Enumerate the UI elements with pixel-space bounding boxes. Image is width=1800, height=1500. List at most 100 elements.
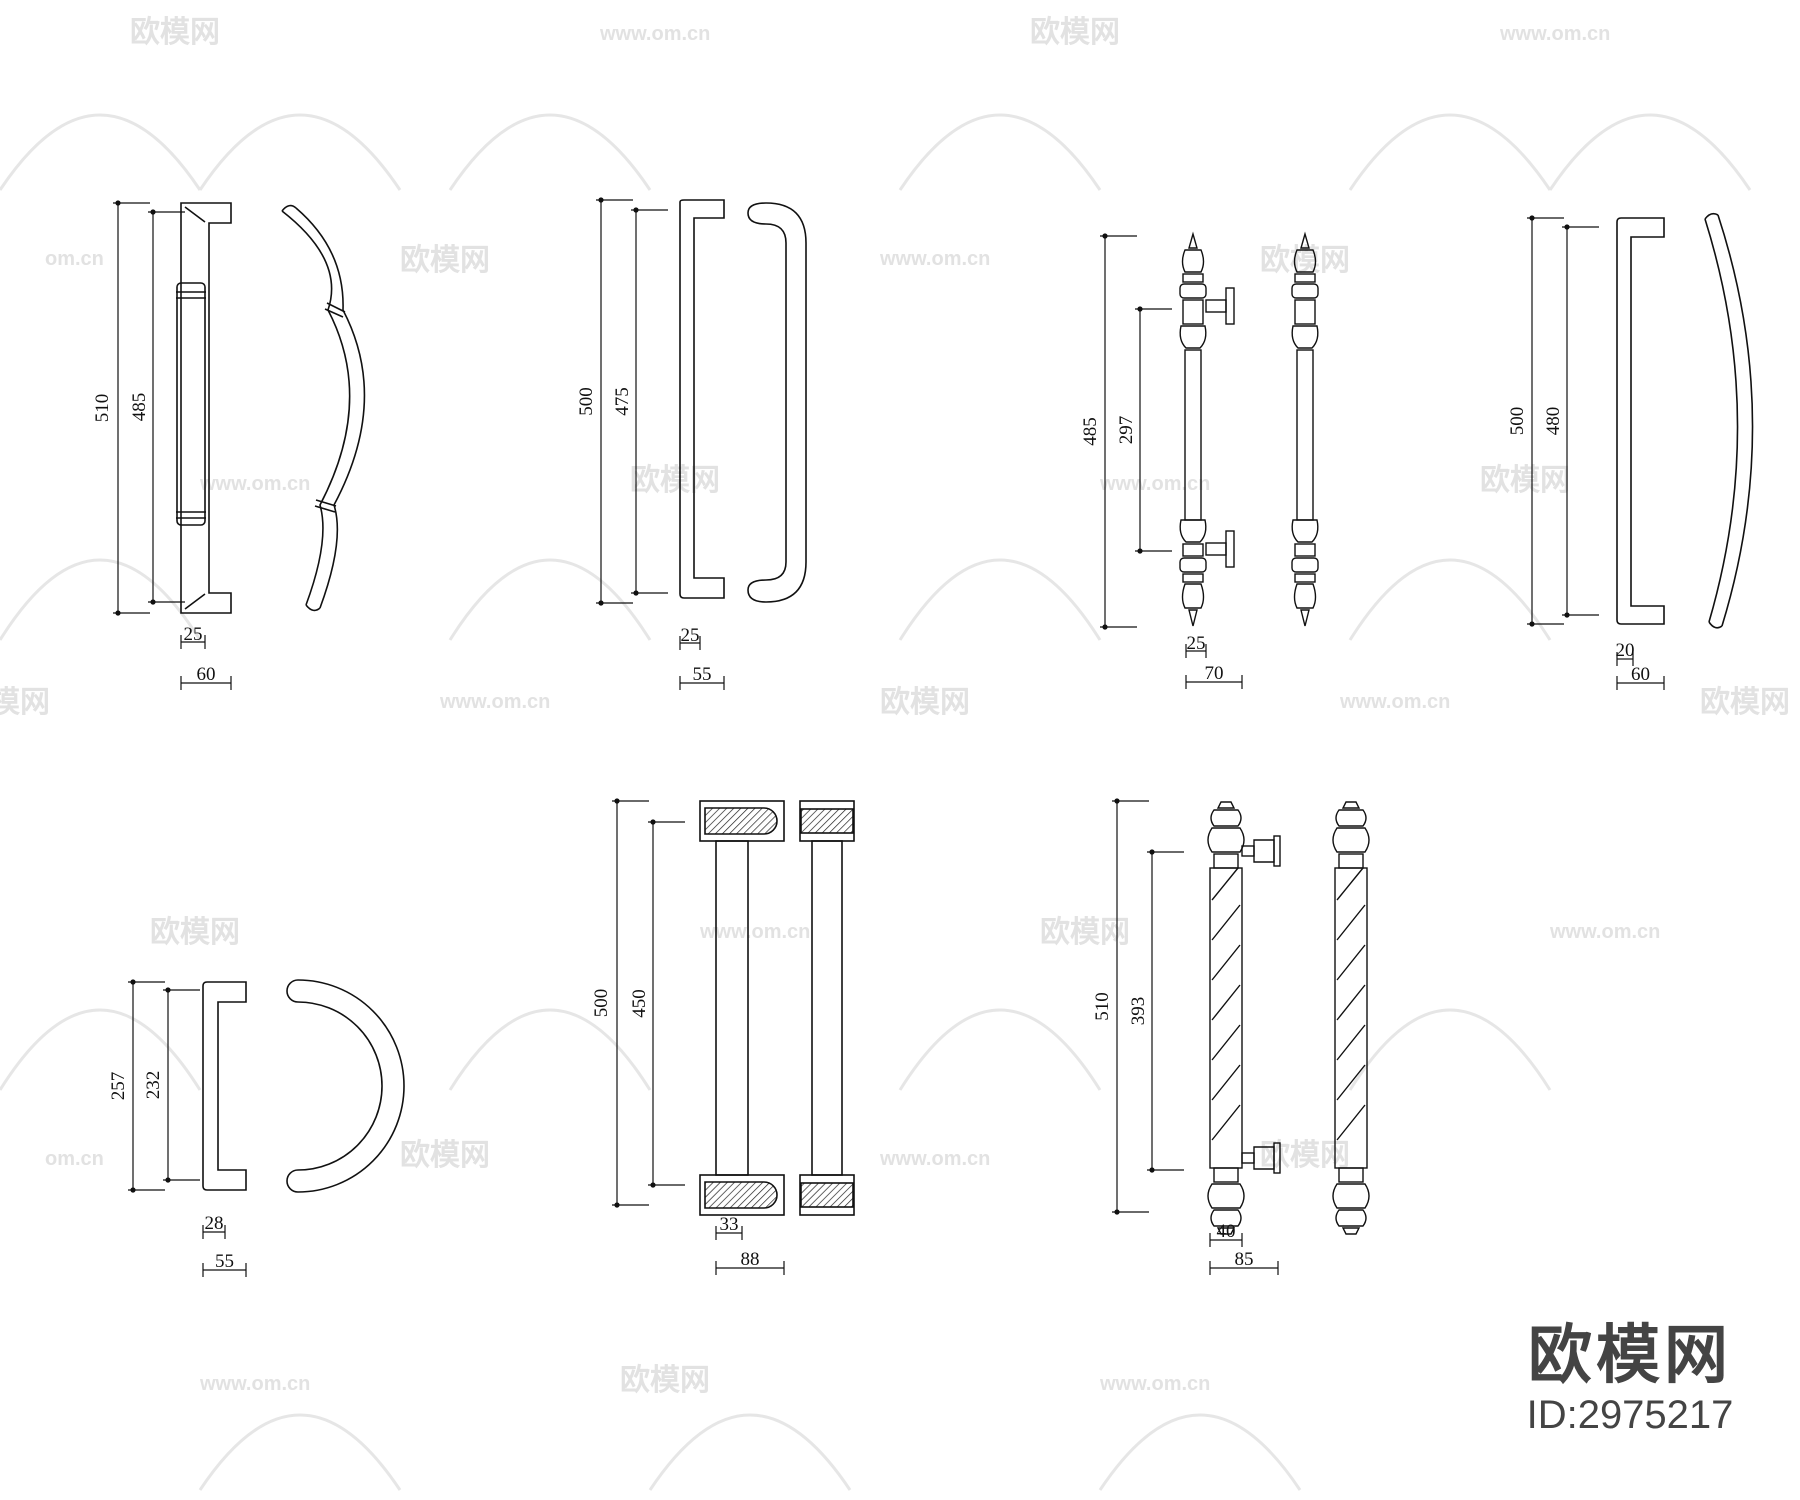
handle-2-front-view	[679, 199, 725, 599]
h4-total-tick-top	[1529, 215, 1535, 221]
watermark-brand: 欧模网	[0, 686, 50, 719]
brand-id: ID:2975217	[1526, 1393, 1734, 1437]
watermark-brand: 欧模网	[1700, 686, 1790, 719]
h7-inner-tick-top	[1149, 849, 1155, 855]
h3-bar-label: 25	[1187, 633, 1206, 654]
h1-inner-tick-bottom	[150, 599, 156, 605]
watermark-layer	[0, 113, 1752, 1491]
h2-inner-tick-top	[633, 207, 639, 213]
brand-mark: 欧模网 ID:2975217	[1500, 1318, 1760, 1438]
h7-total-tick-bottom	[1114, 1209, 1120, 1215]
h1-total-tick-bottom	[115, 610, 121, 616]
h3-dimensions: 485 297 25 70	[1080, 233, 1243, 689]
h1-dimensions: 510 485 25 60	[92, 200, 232, 690]
h6-depth-label: 88	[741, 1249, 760, 1270]
h4-inner-tick-bottom	[1564, 612, 1570, 618]
h5-inner-label: 232	[143, 1071, 164, 1100]
handle-7-spiral-bar	[1207, 801, 1370, 1235]
handle-4-front-view	[1616, 217, 1665, 625]
watermark-url: www.om.cn	[439, 691, 550, 713]
watermark-url: www.om.cn	[1499, 23, 1610, 45]
h5-dimensions: 257 232 28 55	[108, 979, 247, 1277]
watermark-brand: 欧模网	[880, 686, 970, 719]
handle-2-rounded-u	[679, 199, 807, 603]
h7-total-label: 510	[1092, 992, 1113, 1021]
h6-total-tick-top	[614, 798, 620, 804]
h6-inner-tick-bottom	[650, 1182, 656, 1188]
h1-depth-label: 60	[197, 664, 216, 685]
handle-6-side-view	[799, 800, 855, 1216]
handle-1-s-curve	[176, 202, 366, 614]
h6-bar-label: 33	[720, 1214, 739, 1235]
h5-total-tick-bottom	[130, 1187, 136, 1193]
watermark-url: www.om.cn	[879, 248, 990, 270]
watermark-brand: 欧模网	[130, 16, 220, 49]
h5-depth-label: 55	[215, 1251, 234, 1272]
h4-total-label: 500	[1507, 407, 1528, 436]
handle-1-side-view	[281, 204, 366, 612]
h2-inner-tick-bottom	[633, 590, 639, 596]
h7-inner-tick-bottom	[1149, 1167, 1155, 1173]
watermark-url: www.om.cn	[1339, 691, 1450, 713]
h1-total-label: 510	[92, 394, 113, 423]
h6-inner-tick-top	[650, 819, 656, 825]
h2-bar-label: 25	[681, 625, 700, 646]
watermark-brand: 欧模网	[150, 916, 240, 949]
h3-inner-tick-top	[1137, 306, 1143, 312]
watermark-url-short: om.cn	[45, 1148, 104, 1170]
h3-total-tick-bottom	[1102, 624, 1108, 630]
watermark-text-layer: 欧模网 www.om.cn 欧模网 www.om.cn om.cn 欧模网 www.om.c…	[0, 16, 1790, 1397]
h4-inner-label: 480	[1543, 407, 1564, 436]
h2-total-tick-top	[598, 197, 604, 203]
handle-5-side-view	[286, 979, 405, 1193]
handle-1-front-view	[176, 202, 232, 614]
watermark-url: www.om.cn	[879, 1148, 990, 1170]
h3-total-label: 485	[1080, 417, 1101, 446]
handle-7-side-view	[1332, 801, 1370, 1235]
watermark-url: www.om.cn	[199, 473, 310, 495]
h2-total-tick-bottom	[598, 600, 604, 606]
h5-total-label: 257	[108, 1072, 129, 1101]
watermark-brand: 欧模网	[630, 464, 720, 497]
handle-2-side-view	[747, 202, 807, 603]
handle-6-front-view	[699, 800, 785, 1216]
h1-bar-label: 25	[184, 624, 203, 645]
h2-depth-label: 55	[693, 664, 712, 685]
h5-bar-label: 28	[205, 1213, 224, 1234]
watermark-url: www.om.cn	[1099, 473, 1210, 495]
h4-depth-label: 60	[1631, 664, 1650, 685]
h5-total-tick-top	[130, 979, 136, 985]
h1-inner-tick-top	[150, 209, 156, 215]
watermark-url-short: om.cn	[45, 248, 104, 270]
h4-total-tick-bottom	[1529, 621, 1535, 627]
watermark-url: www.om.cn	[1549, 921, 1660, 943]
watermark-url: www.om.cn	[599, 23, 710, 45]
h1-inner-label: 485	[129, 393, 150, 422]
h7-depth-label: 85	[1235, 1249, 1254, 1270]
h5-inner-tick-top	[165, 987, 171, 993]
h3-depth-label: 70	[1205, 663, 1224, 684]
h2-total-label: 500	[576, 387, 597, 416]
watermark-url: www.om.cn	[199, 1373, 310, 1395]
h3-inner-label: 297	[1116, 416, 1137, 445]
watermark-brand: 欧模网	[620, 1364, 710, 1397]
watermark-brand: 欧模网	[1030, 16, 1120, 49]
watermark-url: www.om.cn	[1099, 1373, 1210, 1395]
brand-name: 欧模网	[1528, 1319, 1732, 1391]
h6-total-label: 500	[591, 989, 612, 1018]
handle-4-side-view	[1704, 212, 1754, 629]
h6-total-tick-bottom	[614, 1202, 620, 1208]
h3-inner-tick-bottom	[1137, 548, 1143, 554]
h1-total-tick-top	[115, 200, 121, 206]
handle-5-front-view	[202, 981, 247, 1191]
watermark-brand: 欧模网	[400, 244, 490, 277]
handle-3-front-view	[1179, 231, 1235, 627]
h4-bar-label: 20	[1616, 640, 1635, 661]
h7-total-tick-top	[1114, 798, 1120, 804]
h7-inner-label: 393	[1128, 997, 1149, 1026]
watermark-brand: 欧模网	[1040, 916, 1130, 949]
h4-inner-tick-top	[1564, 224, 1570, 230]
